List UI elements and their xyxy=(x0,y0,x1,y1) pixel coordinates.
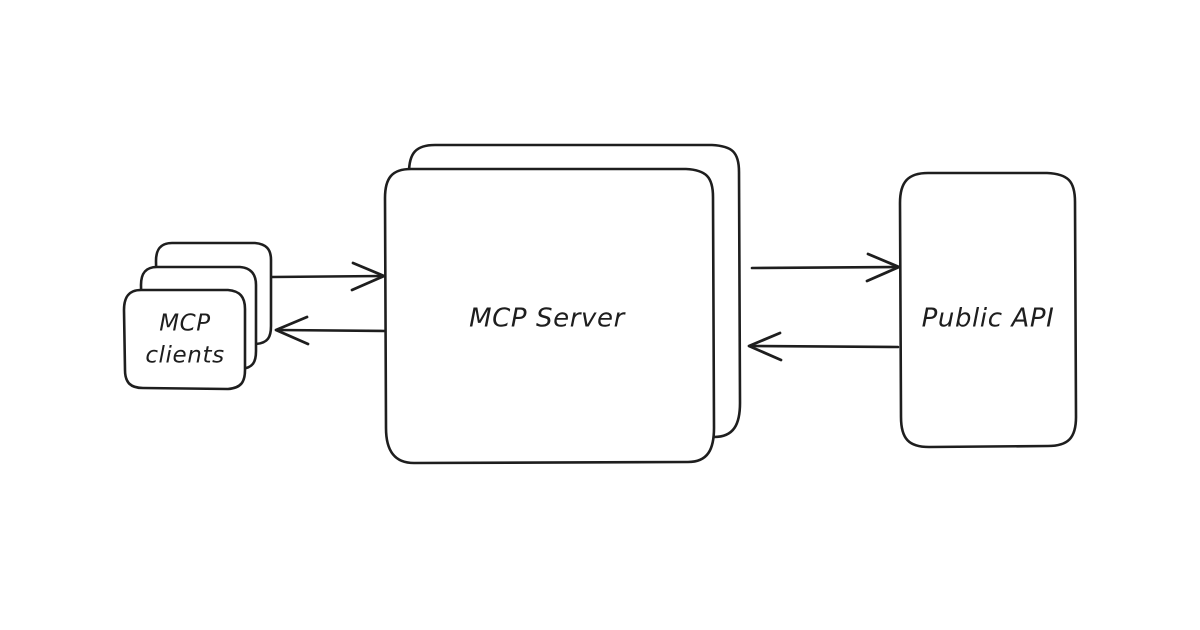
connector-server-to-api-line xyxy=(750,265,899,270)
connector-api-to-server-arrowhead xyxy=(747,331,783,362)
node-mcp-server[interactable]: MCP Server xyxy=(383,143,742,465)
connector-server-to-clients-line xyxy=(276,328,387,333)
connector-server-to-api-arrowhead xyxy=(865,252,901,283)
connector-server-to-api[interactable] xyxy=(750,252,901,283)
node-public-api[interactable]: Public API xyxy=(898,171,1078,449)
connector-server-to-clients-arrowhead xyxy=(274,315,310,346)
connector-api-to-server-line xyxy=(749,344,900,349)
connector-clients-to-server-arrowhead xyxy=(350,261,386,292)
mcp-clients-label-line1: MCP xyxy=(159,311,211,337)
connector-clients-to-server[interactable] xyxy=(270,261,386,292)
public-api-label: Public API xyxy=(922,304,1055,334)
mcp-clients-card-front xyxy=(122,288,247,391)
node-mcp-clients[interactable]: MCP clients xyxy=(122,241,273,391)
connector-server-to-clients[interactable] xyxy=(274,315,387,346)
mcp-server-label: MCP Server xyxy=(469,304,627,334)
public-api-card xyxy=(898,171,1078,449)
connector-api-to-server[interactable] xyxy=(747,331,900,362)
mcp-clients-label-line2: clients xyxy=(145,343,224,369)
connector-clients-to-server-line xyxy=(270,274,384,279)
mcp-server-card-front xyxy=(383,167,716,465)
